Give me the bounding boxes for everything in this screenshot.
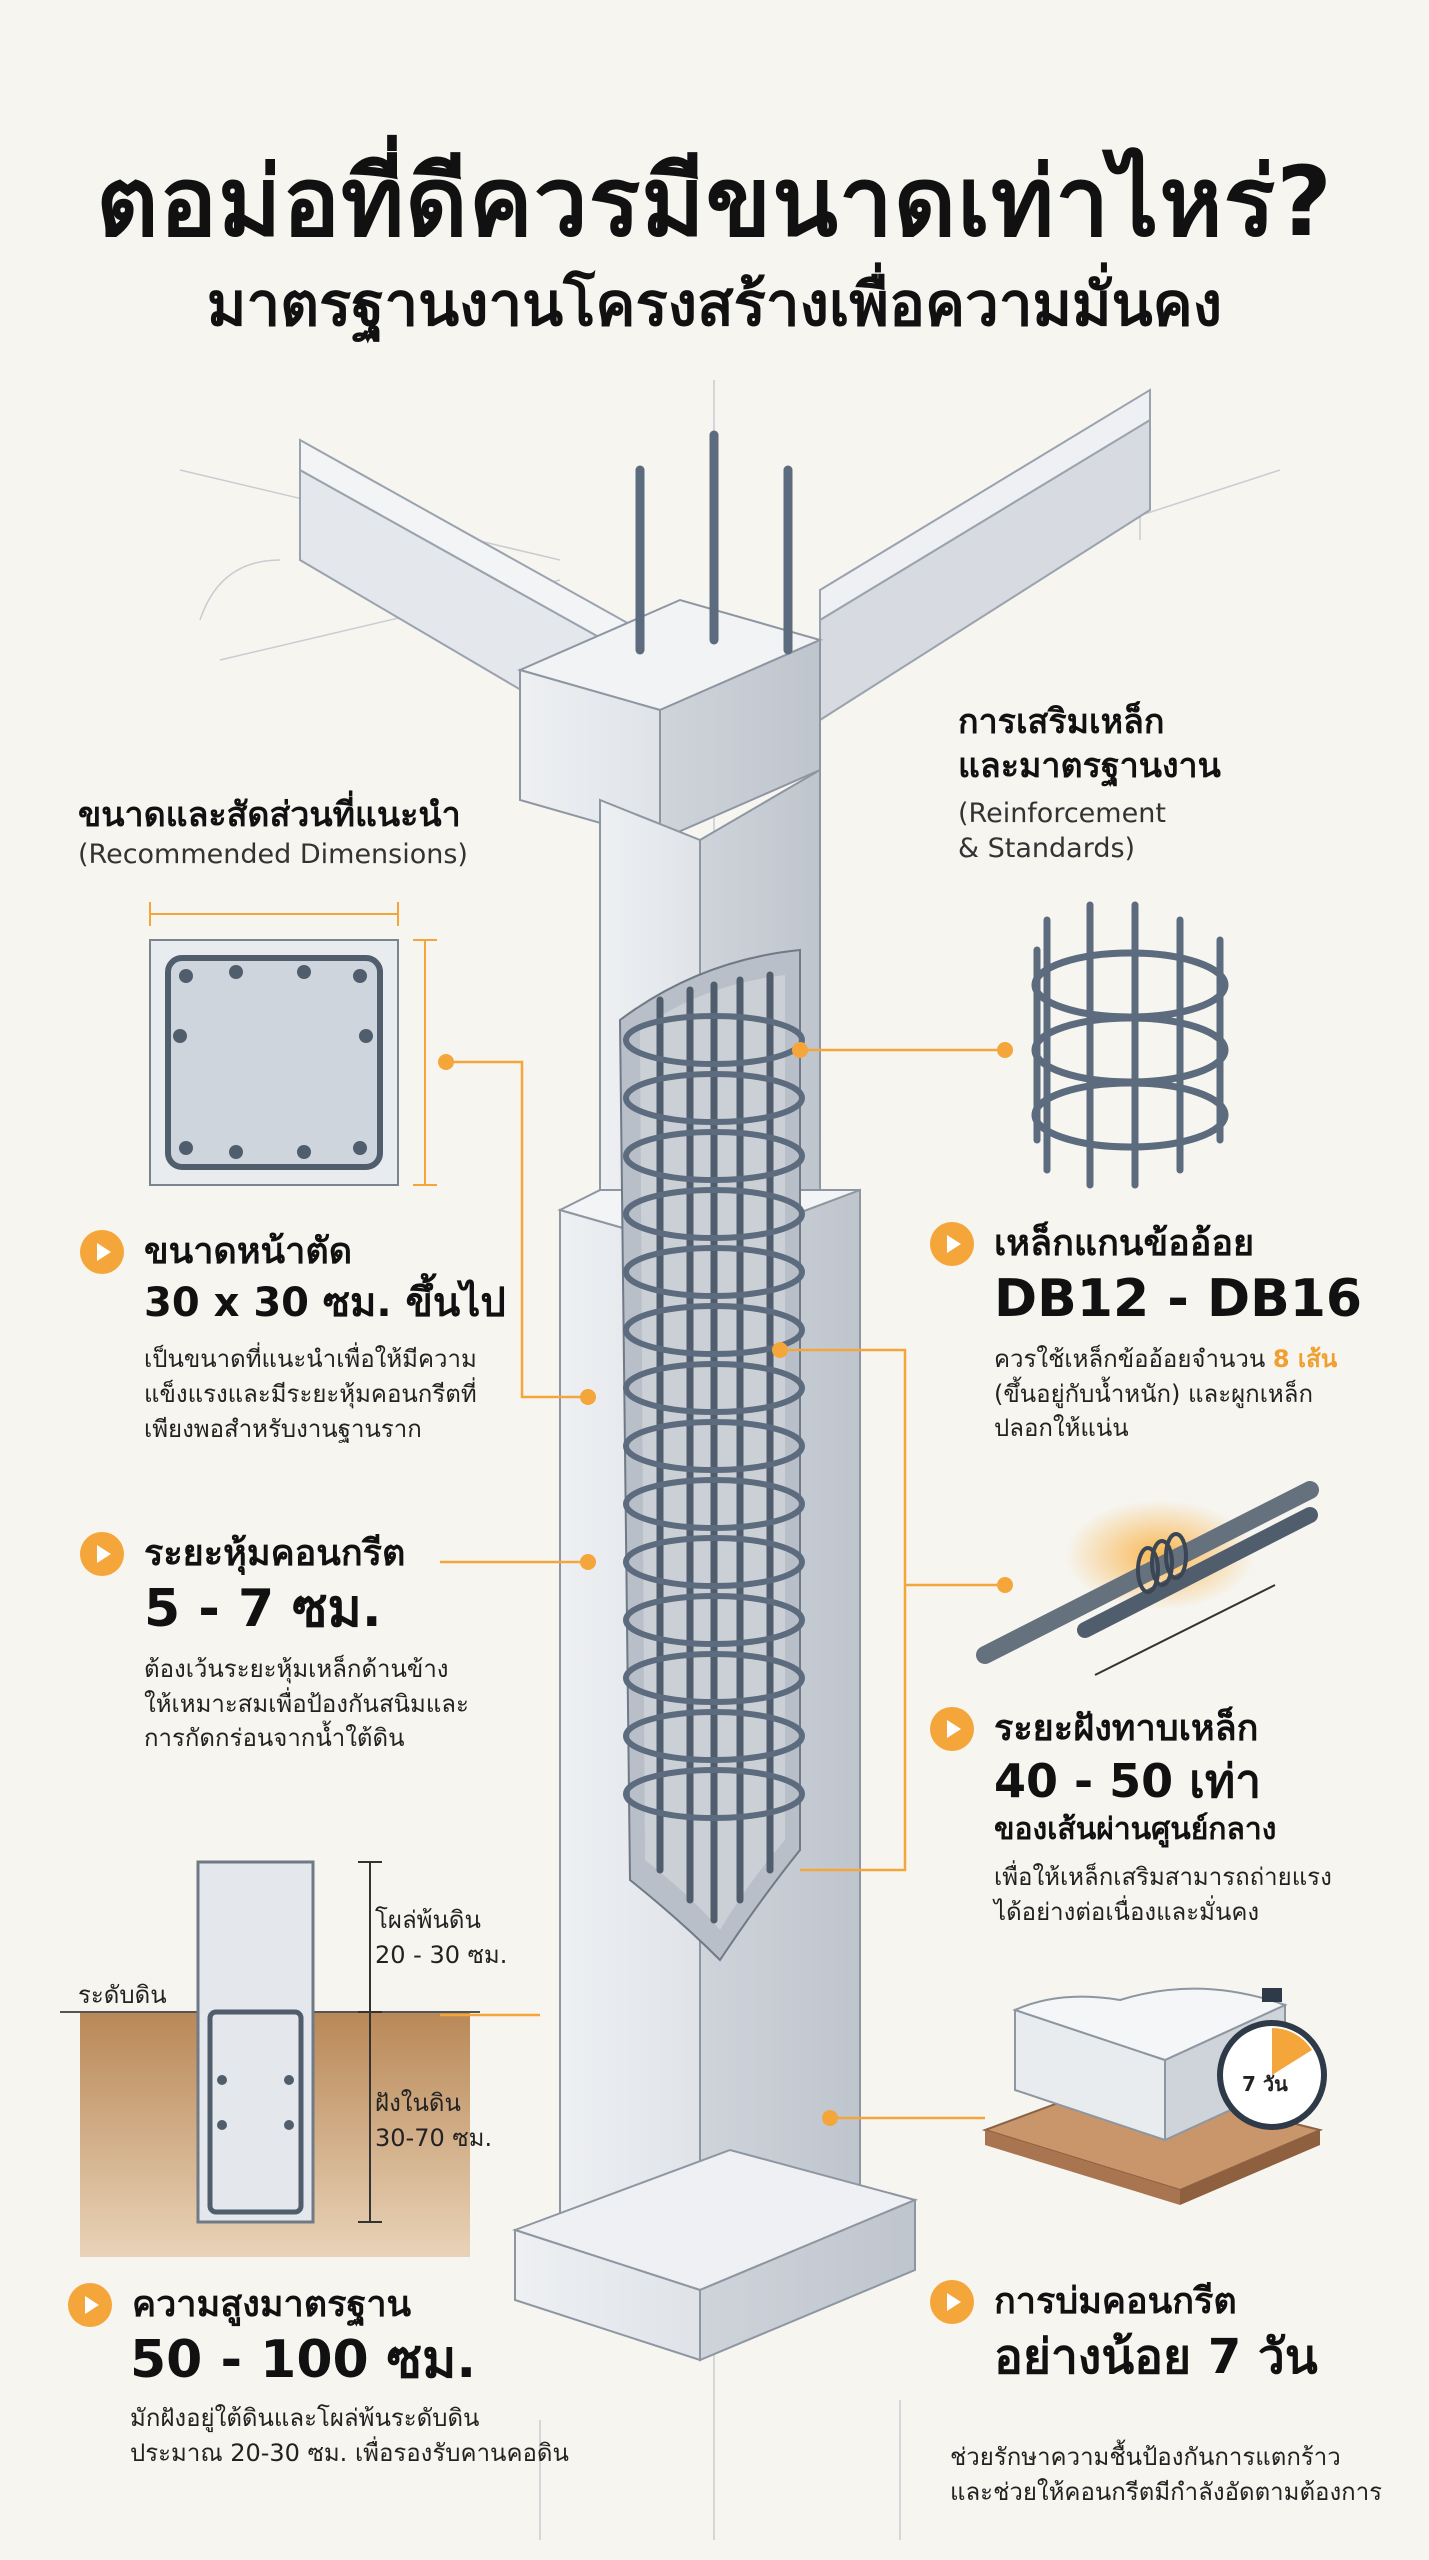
left-section-title: ขนาดและสัดส่วนที่แนะนำ <box>78 795 461 835</box>
leader-dots <box>438 1042 1013 2126</box>
height-desc-2: ประมาณ 20-30 ซม. เพื่อรองรับคานคอดิน <box>130 2438 569 2467</box>
play-bullet-icon <box>80 1230 124 1274</box>
cross-section-desc-1: เป็นขนาดที่แนะนำเพื่อให้มีความ <box>144 1345 477 1373</box>
main-bar-desc-3: ปลอกให้แน่น <box>994 1414 1129 1443</box>
embed-drawing <box>60 1860 480 2257</box>
play-bullet-icon <box>68 2283 112 2327</box>
stirrup-ring <box>623 1709 805 1763</box>
ground-level-label: ระดับดิน <box>78 1981 167 2009</box>
main-bar-heading: เหล็กแกนข้ออ้อย <box>994 1223 1255 1265</box>
height-value: 50 - 100 ซม. <box>130 2330 477 2390</box>
play-bullet-icon <box>80 1532 124 1576</box>
stirrup-ring <box>623 1593 805 1647</box>
main-bar-info: เหล็กแกนข้ออ้อย DB12 - DB16 ควรใช้เหล็กข… <box>930 1222 1410 1446</box>
cover-heading: ระยะหุ้มคอนกรีต <box>144 1533 406 1575</box>
leader-lines <box>440 1048 1005 2120</box>
stirrup-ring <box>623 1361 805 1415</box>
curing-info: การบ่มคอนกรีต อย่างน้อย 7 วัน <box>930 2280 1410 2399</box>
lap-splice-icon <box>976 1481 1319 1676</box>
cross-section-desc-2: แข็งแรงและมีระยะหุ้มคอนกรีตที่ <box>144 1379 477 1408</box>
lap-desc-2: ได้อย่างต่อเนื่องและมั่นคง <box>994 1897 1260 1926</box>
stirrup-ring <box>623 1767 805 1821</box>
lap-value-2: ของเส้นผ่านศูนย์กลาง <box>994 1811 1277 1847</box>
stirrup-ring <box>623 1013 805 1067</box>
cross-section-heading: ขนาดหน้าตัด <box>144 1231 353 1273</box>
lap-splice-info: ระยะฝังทาบเหล็ก 40 - 50 เท่า ของเส้นผ่าน… <box>930 1707 1410 1929</box>
cross-section-desc-3: เพียงพอสำหรับงานฐานราก <box>144 1414 422 1443</box>
page-subtitle: มาตรฐานงานโครงสร้างเพื่อความมั่นคง <box>206 270 1223 340</box>
height-heading: ความสูงมาตรฐาน <box>132 2284 412 2326</box>
stirrup-ring <box>623 1245 805 1299</box>
curing-desc-1: ช่วยรักษาความชื้นป้องกันการแตกร้าว <box>950 2443 1341 2471</box>
stirrup-ring <box>623 1303 805 1357</box>
below-ground-label: ฝังในดิน <box>375 2089 461 2117</box>
play-bullet-icon <box>930 1222 974 1266</box>
main-bar-desc-1: ควรใช้เหล็กข้ออ้อยจำนวน <box>994 1344 1273 1373</box>
main-bar-desc-2: (ขึ้นอยู่กับน้ำหนัก) และผูกเหล็ก <box>994 1379 1313 1408</box>
right-section-title-1: การเสริมเหล็ก <box>958 702 1165 742</box>
lap-desc-1: เพื่อให้เหล็กเสริมสามารถถ่ายแรง <box>994 1862 1332 1891</box>
play-bullet-icon <box>930 2280 974 2324</box>
left-section-header: ขนาดและสัดส่วนที่แนะนำ (Recommended Dime… <box>78 793 558 872</box>
height-info: ความสูงมาตรฐาน 50 - 100 ซม. มักฝังอยู่ใต… <box>68 2283 628 2470</box>
right-section-subtitle-2: & Standards) <box>958 833 1136 865</box>
rebar-cage-icon <box>1031 901 1229 1189</box>
column-base <box>511 2148 919 2362</box>
column-top <box>517 430 823 842</box>
cross-section-info: ขนาดหน้าตัด 30 x 30 ซม. ขึ้นไป เป็นขนาดท… <box>80 1230 540 1446</box>
stirrup-ring <box>623 1071 805 1125</box>
curing-value: อย่างน้อย 7 วัน <box>994 2329 1318 2385</box>
curing-desc: ช่วยรักษาความชื้นป้องกันการแตกร้าว และช่… <box>950 2440 1410 2510</box>
below-ground-value: 30-70 ซม. <box>375 2124 493 2152</box>
stirrup-ring <box>623 1651 805 1705</box>
stirrup-ring <box>623 1535 805 1589</box>
cover-value: 5 - 7 ซม. <box>144 1579 382 1639</box>
play-bullet-icon <box>930 1707 974 1751</box>
height-desc-1: มักฝังอยู่ใต้ดินและโผล่พ้นระดับดิน <box>130 2403 480 2432</box>
curing-icon <box>981 1987 1327 2205</box>
curing-heading: การบ่มคอนกรีต <box>994 2281 1237 2323</box>
right-section-subtitle-1: (Reinforcement <box>958 798 1166 830</box>
cross-section-drawing <box>149 902 437 1186</box>
cover-desc-3: การกัดกร่อนจากน้ำใต้ดิน <box>144 1724 405 1753</box>
cover-desc-1: ต้องเว้นระยะหุ้มเหล็กด้านข้าง <box>144 1654 449 1683</box>
cross-section-value: 30 x 30 ซม. ขึ้นไป <box>144 1280 506 1326</box>
above-ground-label: โผล่พ้นดิน <box>375 1906 481 1934</box>
main-bar-count-highlight: 8 เส้น <box>1272 1344 1338 1373</box>
lap-value: 40 - 50 เท่า <box>994 1754 1262 1808</box>
left-section-subtitle: (Recommended Dimensions) <box>78 839 468 871</box>
stirrup-ring <box>623 1129 805 1183</box>
right-section-header: การเสริมเหล็ก และมาตรฐานงาน (Reinforceme… <box>958 700 1378 867</box>
rebar-cutaway <box>618 948 805 1962</box>
stirrup-ring <box>623 1477 805 1531</box>
curing-desc-2: และช่วยให้คอนกรีตมีกำลังอัดตามต้องการ <box>950 2477 1383 2506</box>
above-ground-value: 20 - 30 ซม. <box>375 1941 508 1969</box>
stirrup-ring <box>623 1187 805 1241</box>
cover-desc-2: ให้เหมาะสมเพื่อป้องกันสนิมและ <box>144 1689 469 1718</box>
stirrup-ring <box>623 1419 805 1473</box>
main-bar-value: DB12 - DB16 <box>994 1269 1363 1329</box>
cover-info: ระยะหุ้มคอนกรีต 5 - 7 ซม. ต้องเว้นระยะหุ… <box>80 1532 540 1756</box>
timer-label: 7 วัน <box>1242 2072 1288 2096</box>
right-section-title-2: และมาตรฐานงาน <box>958 746 1221 787</box>
lap-heading: ระยะฝังทาบเหล็ก <box>994 1708 1259 1750</box>
page-title: ตอม่อที่ดีควรมีขนาดเท่าไหร่? <box>96 146 1333 258</box>
